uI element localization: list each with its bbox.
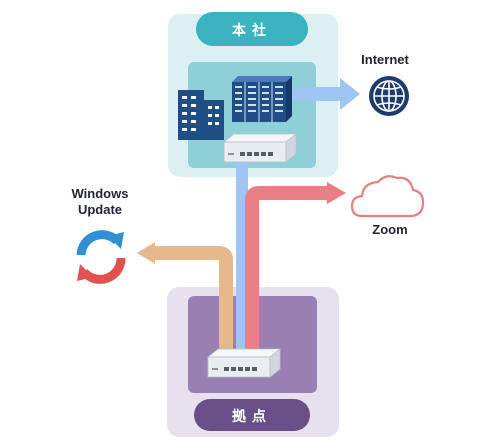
office-building-icon xyxy=(178,90,224,140)
server-rack-icon xyxy=(232,76,292,122)
zoom-route-arrow xyxy=(245,182,346,360)
zoom-label: Zoom xyxy=(372,222,408,237)
branch-pill xyxy=(194,399,310,431)
branch-label: 拠点 xyxy=(232,408,272,424)
hq-label: 本社 xyxy=(232,22,272,38)
hq-router-icon xyxy=(222,133,298,163)
refresh-icon xyxy=(76,230,126,284)
cloud-icon xyxy=(350,175,425,218)
globe-icon xyxy=(369,76,409,116)
windows-update-label-line1: Windows xyxy=(71,186,129,201)
hq-pill xyxy=(196,12,308,46)
internet-label: Internet xyxy=(361,52,409,67)
windows-update-label-line2: Update xyxy=(77,202,123,217)
windows-update-label: Windows Update xyxy=(50,186,150,218)
windows-update-route-arrow xyxy=(137,242,233,362)
branch-router-icon xyxy=(206,348,282,378)
